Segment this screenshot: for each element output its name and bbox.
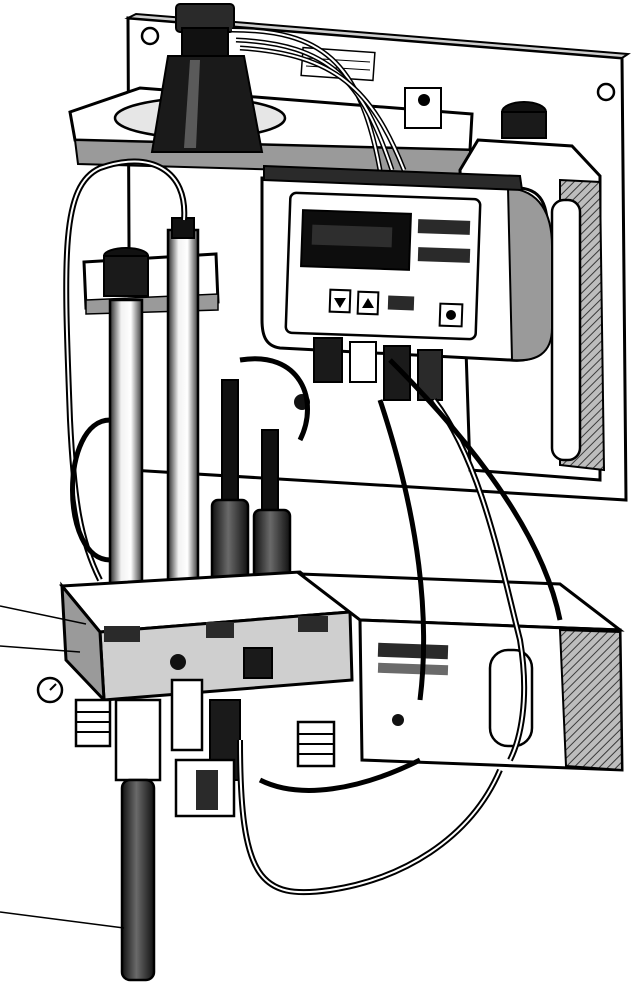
controller-unit bbox=[260, 164, 553, 362]
bottle-window bbox=[550, 198, 582, 462]
down-arrow-icon bbox=[334, 298, 346, 308]
display-info-label bbox=[417, 219, 471, 263]
manifold-label-1 bbox=[104, 626, 140, 642]
leader-line-2 bbox=[0, 645, 81, 653]
flow-manifold bbox=[58, 570, 354, 705]
lower-cables bbox=[237, 358, 563, 896]
controller-cable-glands bbox=[294, 337, 443, 410]
sensor-cable-left bbox=[63, 158, 188, 582]
manifold-label-2 bbox=[206, 622, 234, 638]
button-legend bbox=[387, 295, 415, 311]
down-button[interactable] bbox=[328, 288, 352, 314]
enter-button[interactable] bbox=[438, 302, 464, 328]
leader-lines bbox=[0, 605, 125, 929]
drain-pipe bbox=[114, 698, 162, 982]
sensor-cable-loop bbox=[70, 356, 310, 563]
housing-label bbox=[377, 642, 449, 660]
manifold-label-3 bbox=[298, 616, 328, 632]
enter-icon bbox=[446, 310, 456, 320]
tubing-bundle-top bbox=[231, 27, 407, 171]
shelf-bracket bbox=[404, 87, 442, 129]
up-arrow-icon bbox=[362, 298, 374, 308]
leader-line-1 bbox=[0, 605, 87, 625]
mount-hole-top-right bbox=[596, 82, 616, 102]
top-reservoir-funnel bbox=[150, 3, 264, 153]
leader-line-3 bbox=[0, 911, 125, 929]
mount-hole-top-left bbox=[140, 26, 160, 46]
up-button[interactable] bbox=[356, 290, 380, 316]
bottom-fittings bbox=[36, 676, 336, 768]
lower-valves bbox=[170, 678, 241, 818]
